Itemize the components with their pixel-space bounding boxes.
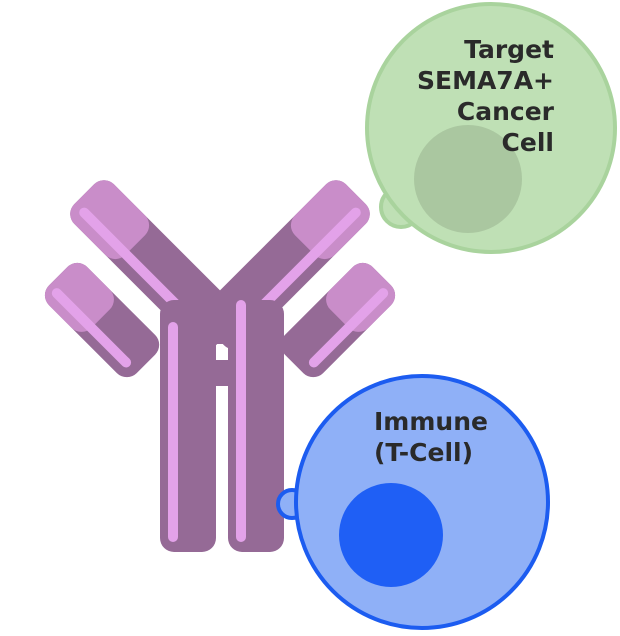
immune-label-line: (T-Cell) (374, 438, 474, 467)
antibody-left-outer-arm (44, 262, 160, 378)
cancer-cell (365, 2, 617, 254)
antibody-stem (160, 300, 284, 552)
cancer-label-line: Target (464, 35, 554, 64)
cancer-cell-nucleus (414, 125, 522, 233)
cancer-cell-label: Target SEMA7A+ Cancer Cell (417, 34, 554, 158)
cancer-label-line: Cell (501, 128, 554, 157)
immune-cell (276, 374, 550, 630)
cancer-label-line: Cancer (456, 97, 554, 126)
antibody-right-outer-arm (280, 262, 396, 378)
immune-cell-label: Immune (T-Cell) (374, 406, 488, 468)
antibody-icon (44, 180, 396, 552)
cancer-label-line: SEMA7A+ (417, 66, 554, 95)
immune-cell-nucleus (339, 483, 443, 587)
immune-label-line: Immune (374, 407, 488, 436)
